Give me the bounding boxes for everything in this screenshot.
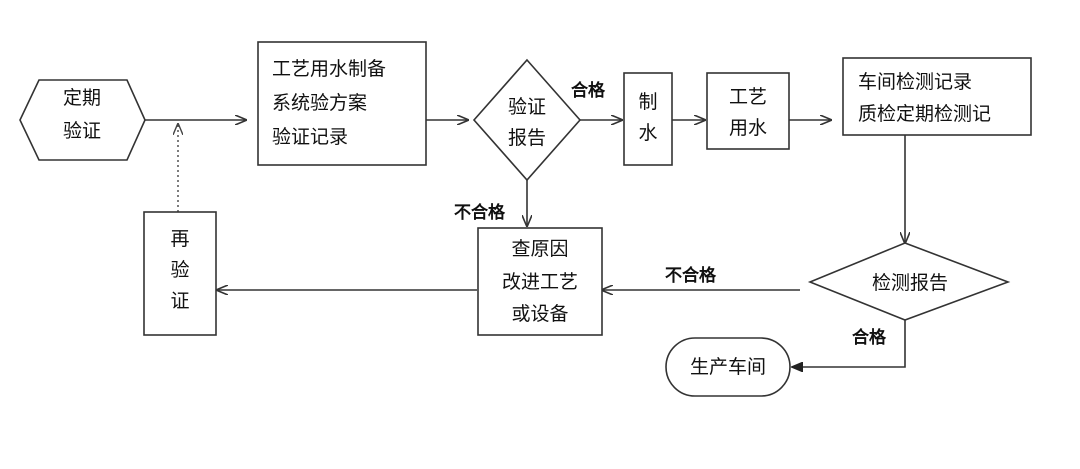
node-make-water: 制 水: [623, 72, 673, 166]
edge-label-pass-2: 合格: [852, 327, 887, 348]
edges: [145, 120, 905, 367]
edge-label-fail-2: 不合格: [665, 265, 717, 286]
edge-test-report-to-production: [792, 320, 906, 367]
node-validation-report-line-1: 验证: [508, 96, 546, 118]
node-investigate-line-1: 查原因: [511, 238, 568, 260]
node-make-water-line-2: 水: [638, 122, 657, 144]
node-validation-report-line-2: 报告: [508, 127, 546, 149]
node-investigate: 查原因 改进工艺 或设备: [477, 227, 603, 336]
node-process-water-line-1: 工艺: [729, 86, 767, 108]
node-periodic-validation: 定期 验证: [19, 79, 146, 161]
node-make-water-line-1: 制: [638, 91, 657, 113]
node-production-label: 生产车间: [690, 356, 766, 378]
node-validation-report: 验证 报告: [472, 58, 582, 182]
node-revalidate-line-1: 再: [170, 228, 189, 250]
node-plan-line-2: 系统验方案: [272, 92, 367, 114]
node-periodic-validation-line-2: 验证: [63, 120, 101, 142]
node-investigate-line-2: 改进工艺: [502, 271, 578, 293]
node-process-water: 工艺 用水: [706, 72, 790, 150]
node-records: 车间检测记录 质检定期检测记: [842, 57, 1032, 136]
edge-label-fail-1: 不合格: [454, 202, 506, 223]
node-plan-line-3: 验证记录: [272, 126, 348, 148]
node-records-line-1: 车间检测记录: [858, 71, 972, 93]
node-investigate-line-3: 或设备: [511, 303, 568, 325]
edge-label-pass-1: 合格: [571, 80, 606, 101]
node-periodic-validation-line-1: 定期: [63, 87, 101, 109]
node-plan-line-1: 工艺用水制备: [272, 58, 386, 80]
node-production: 生产车间: [665, 337, 791, 397]
node-plan: 工艺用水制备 系统验方案 验证记录: [257, 41, 427, 166]
node-process-water-line-2: 用水: [729, 117, 767, 139]
node-revalidate: 再 验 证: [143, 211, 217, 336]
node-records-line-2: 质检定期检测记: [858, 103, 991, 125]
node-revalidate-line-2: 验: [170, 259, 189, 281]
node-test-report: 检测报告: [807, 242, 1011, 321]
node-test-report-label: 检测报告: [872, 272, 948, 294]
node-revalidate-line-3: 证: [170, 290, 189, 312]
